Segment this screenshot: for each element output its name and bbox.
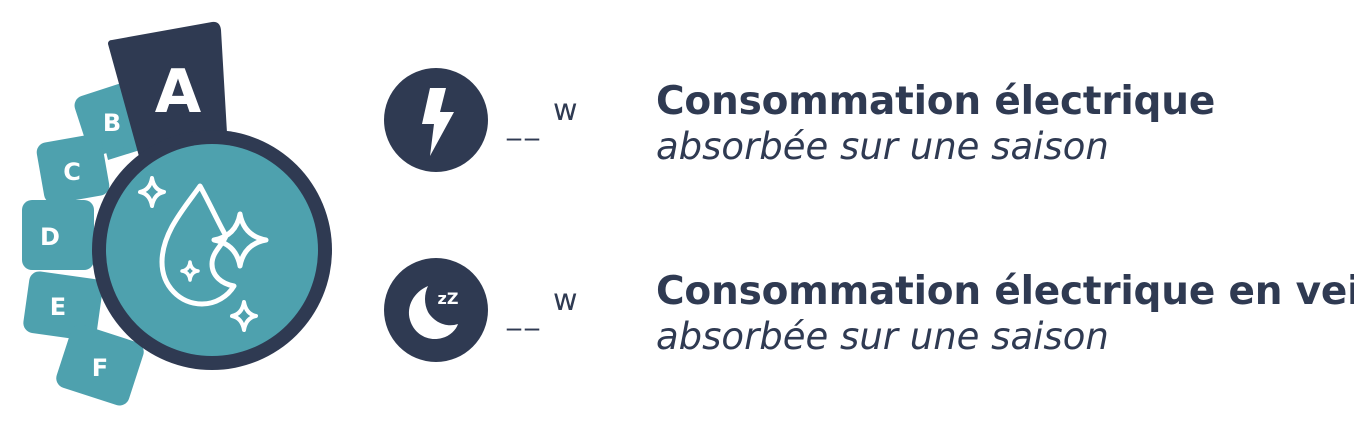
power-value-2-unit: w xyxy=(553,283,579,318)
power-value-2-number: __ xyxy=(507,298,543,331)
row-1-title: Consommation électrique xyxy=(656,79,1216,124)
energy-scale-label-f: F xyxy=(92,354,108,382)
energy-scale-label-b: B xyxy=(103,109,121,137)
power-value-1-unit: w xyxy=(553,93,579,128)
energy-class-letter: A xyxy=(155,57,202,127)
power-value-1: __ w xyxy=(507,96,579,141)
moon-sleep-icon: zZ xyxy=(384,258,488,362)
droplet-sparkle-icon xyxy=(138,176,269,332)
energy-scale-segment-f: F xyxy=(56,324,144,406)
energy-scale-label-e: E xyxy=(50,293,66,321)
moon-sleep-icon-text: zZ xyxy=(438,289,459,308)
energy-scale: B C D E F xyxy=(22,82,148,406)
energy-scale-label-c: C xyxy=(63,158,81,186)
energy-class-badge: B C D E F A xyxy=(22,21,332,406)
energy-scale-label-d: D xyxy=(40,223,60,251)
energy-class-flag: A xyxy=(108,21,228,161)
row-2-subtitle: absorbée sur une saison xyxy=(656,315,1109,358)
energy-scale-segment-c: C xyxy=(36,134,110,204)
power-value-1-number: __ xyxy=(507,108,543,141)
badge-inner-circle xyxy=(106,144,318,356)
energy-scale-segment-d: D xyxy=(22,200,94,270)
energy-scale-segment-e: E xyxy=(23,271,103,341)
power-value-2: __ w xyxy=(507,286,579,331)
lightning-bolt-icon xyxy=(384,68,488,172)
row-2-title: Consommation électrique en veille xyxy=(656,269,1354,314)
row-1-subtitle: absorbée sur une saison xyxy=(656,125,1109,168)
